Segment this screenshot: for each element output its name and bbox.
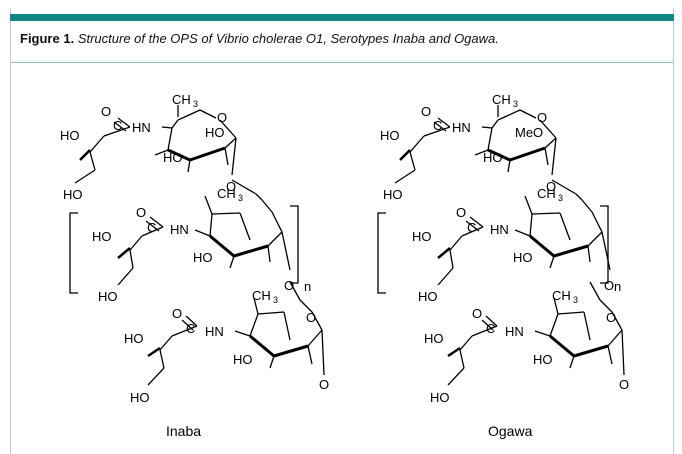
ogawa-ring-o-top: O bbox=[537, 110, 547, 125]
ogawa-hydroxyl-mid-b: HO bbox=[418, 289, 438, 304]
ogawa-carbonyl-c-top: C bbox=[433, 118, 442, 133]
ogawa-methyl-mid: CH bbox=[537, 186, 556, 201]
figure-caption: Figure 1. Structure of the OPS of Vibrio… bbox=[20, 30, 499, 47]
figure-header-bar bbox=[10, 14, 674, 21]
ogawa-methyl-bottom-sub: 3 bbox=[573, 295, 578, 305]
ogawa-hydroxyl-top-b: HO bbox=[383, 187, 403, 202]
inaba-methyl-top-sub: 3 bbox=[193, 99, 198, 109]
inaba-link-o-1: O bbox=[226, 179, 236, 194]
ogawa-amide-n-mid: HN bbox=[490, 222, 509, 237]
inaba-amide-n-top: HN bbox=[132, 120, 151, 135]
ogawa-repeat-bracket-left bbox=[377, 212, 386, 294]
inaba-hydroxyl-mid-a: HO bbox=[92, 229, 112, 244]
inaba-carbonyl-c-bottom: C bbox=[186, 321, 195, 336]
inaba-hydroxyl-bottom-a: HO bbox=[124, 331, 144, 346]
inaba-repeat-bracket-left bbox=[69, 212, 78, 294]
inaba-terminal-o: O bbox=[319, 377, 329, 392]
ogawa-substituent: MeO bbox=[515, 125, 543, 140]
inaba-substituent: HO bbox=[205, 125, 225, 140]
inaba-methyl-mid-sub: 3 bbox=[238, 193, 243, 203]
figure-label: Figure 1. bbox=[20, 31, 75, 46]
ogawa-methyl-bottom: CH bbox=[552, 288, 571, 303]
ogawa-carbonyl-o-mid: O bbox=[456, 205, 466, 220]
inaba-hydroxyl-top-c: HO bbox=[163, 150, 183, 165]
inaba-carbonyl-c-top: C bbox=[113, 118, 122, 133]
ogawa-repeat-bracket-right bbox=[600, 205, 609, 284]
ogawa-carbonyl-o-bottom: O bbox=[472, 306, 482, 321]
ogawa-hydroxyl-mid-a: HO bbox=[412, 229, 432, 244]
ogawa-unit-top bbox=[394, 105, 557, 184]
inaba-ring-o-top: O bbox=[217, 110, 227, 125]
ogawa-hydroxyl-top-c: HO bbox=[483, 150, 503, 165]
inaba-methyl-mid: CH bbox=[217, 186, 236, 201]
inaba-repeat-bracket-right bbox=[290, 205, 299, 284]
inaba-hydroxyl-top-a: HO bbox=[60, 128, 80, 143]
inaba-hydroxyl-bottom-c: HO bbox=[233, 352, 253, 367]
ogawa-hydroxyl-bottom-a: HO bbox=[424, 331, 444, 346]
ogawa-unit-middle bbox=[437, 179, 611, 286]
inaba-amide-n-mid: HN bbox=[170, 222, 189, 237]
ogawa-hydroxyl-bottom-c: HO bbox=[533, 352, 553, 367]
ogawa-carbonyl-c-mid: C bbox=[467, 220, 476, 235]
ogawa-hydroxyl-bottom-b: HO bbox=[430, 390, 450, 405]
inaba-ring-o-bottom: O bbox=[306, 310, 316, 325]
ogawa-repeat-n: n bbox=[614, 279, 621, 294]
inaba-unit-top bbox=[74, 105, 237, 184]
structure-inaba bbox=[69, 105, 325, 386]
ogawa-link-o-2: O bbox=[604, 278, 614, 293]
ogawa-link-o-1: O bbox=[546, 179, 556, 194]
inaba-methyl-top: CH bbox=[172, 92, 191, 107]
ogawa-ring-o-bottom: O bbox=[606, 310, 616, 325]
ogawa-carbonyl-c-bottom: C bbox=[486, 321, 495, 336]
inaba-unit-middle bbox=[117, 179, 291, 286]
inaba-hydroxyl-bottom-b: HO bbox=[130, 390, 150, 405]
inaba-methyl-bottom-sub: 3 bbox=[273, 295, 278, 305]
inaba-methyl-bottom: CH bbox=[252, 288, 271, 303]
inaba-carbonyl-o-mid: O bbox=[136, 205, 146, 220]
inaba-hydroxyl-mid-b: HO bbox=[98, 289, 118, 304]
figure-frame bbox=[10, 8, 674, 454]
inaba-hydroxyl-mid-c: HO bbox=[193, 250, 213, 265]
inaba-labels: CH 3 O HN C O HO HO HO HO O CH 3 HN C O … bbox=[60, 92, 329, 439]
inaba-link-o-2: O bbox=[284, 278, 294, 293]
ogawa-hydroxyl-top-a: HO bbox=[380, 128, 400, 143]
ogawa-methyl-top-sub: 3 bbox=[513, 99, 518, 109]
inaba-carbonyl-o-bottom: O bbox=[172, 306, 182, 321]
caption-divider bbox=[10, 62, 674, 63]
ogawa-carbonyl-o-top: O bbox=[421, 104, 431, 119]
ogawa-labels: CH 3 O HN C O HO HO MeO HO O CH 3 HN C O… bbox=[380, 92, 629, 439]
ogawa-name: Ogawa bbox=[488, 423, 533, 439]
inaba-hydroxyl-top-b: HO bbox=[63, 187, 83, 202]
inaba-name: Inaba bbox=[166, 423, 201, 439]
ogawa-methyl-mid-sub: 3 bbox=[558, 193, 563, 203]
inaba-repeat-n: n bbox=[304, 279, 311, 294]
inaba-carbonyl-o-top: O bbox=[101, 104, 111, 119]
ogawa-unit-bottom bbox=[447, 281, 625, 386]
inaba-unit-bottom bbox=[147, 281, 325, 386]
structure-ogawa bbox=[377, 105, 625, 386]
ogawa-terminal-o: O bbox=[619, 377, 629, 392]
ogawa-amide-n-top: HN bbox=[452, 120, 471, 135]
ogawa-methyl-top: CH bbox=[492, 92, 511, 107]
inaba-carbonyl-c-mid: C bbox=[147, 220, 156, 235]
inaba-amide-n-bottom: HN bbox=[205, 324, 224, 339]
ogawa-hydroxyl-mid-c: HO bbox=[513, 250, 533, 265]
ogawa-amide-n-bottom: HN bbox=[505, 324, 524, 339]
figure-caption-text: Structure of the OPS of Vibrio cholerae … bbox=[77, 31, 499, 46]
